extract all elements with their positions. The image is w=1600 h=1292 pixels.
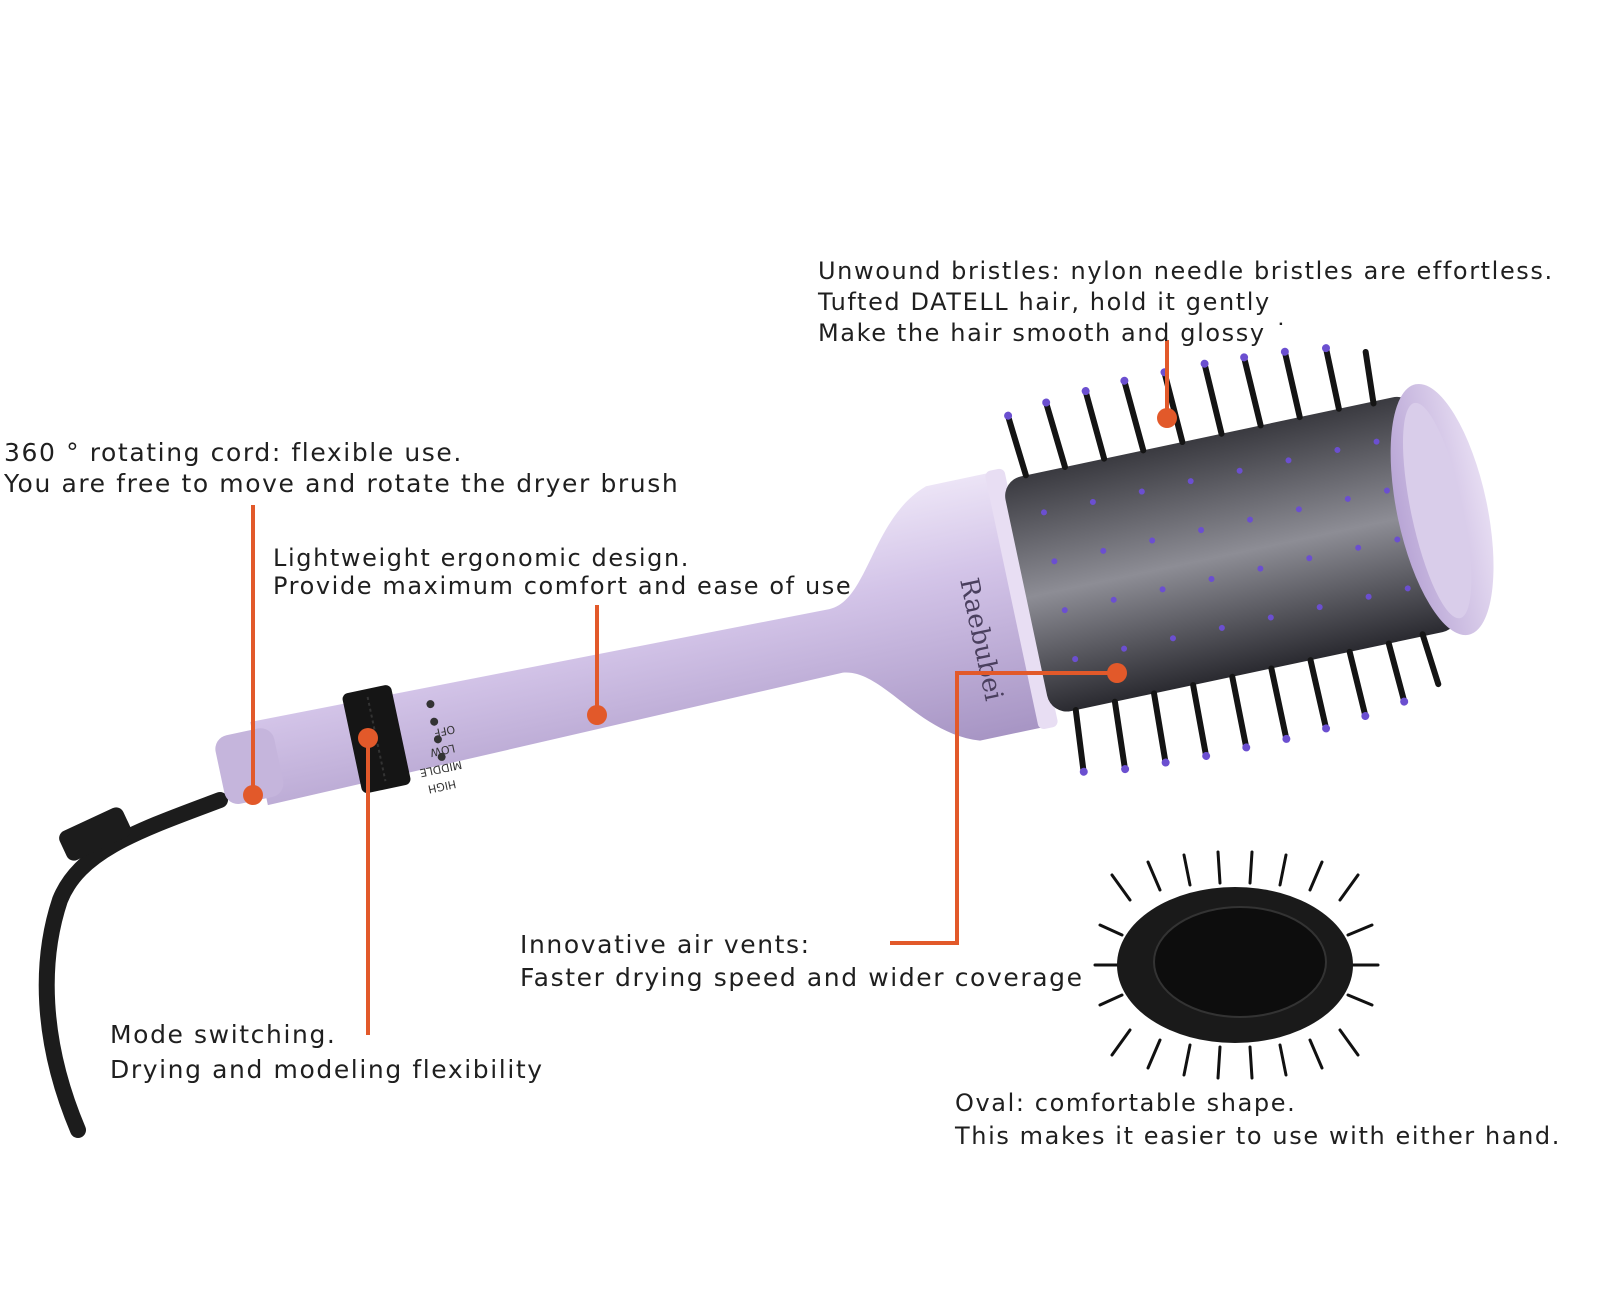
dryer-handle: [250, 471, 1049, 806]
annotation-design: Lightweight ergonomic design. Provide ma…: [273, 544, 852, 600]
bristle-tips: [1004, 344, 1409, 776]
oval-brush-head: [1093, 850, 1380, 1080]
annotation-mode: Mode switching. Drying and modeling flex…: [110, 1017, 544, 1087]
annotation-bristles-line-3: Make the hair smooth and glossy ˙: [818, 319, 1289, 347]
annotation-design-line-1: Lightweight ergonomic design.: [273, 544, 690, 572]
annotation-bristles-line-1: Unwound bristles: nylon needle bristles …: [818, 257, 1554, 285]
annotation-oval-line-1: Oval: comfortable shape.: [955, 1089, 1297, 1117]
barrel-bristle-grid: [1040, 438, 1411, 663]
speed-indicators: [426, 700, 446, 761]
annotation-vents-line-1: Innovative air vents:: [520, 930, 811, 959]
annotation-cord-line-2: You are free to move and rotate the drye…: [4, 469, 680, 498]
annotation-oval-line-2: This makes it easier to use with either …: [955, 1122, 1561, 1150]
bristles: [1005, 347, 1442, 773]
cord-collar: [215, 728, 284, 804]
annotation-vents-line-2: Faster drying speed and wider coverage: [520, 963, 1084, 992]
brush-barrel: [1005, 396, 1459, 712]
annotation-cord: 360 ° rotating cord: flexible use. You a…: [4, 437, 679, 499]
callout-lines: [251, 340, 1169, 1035]
power-cord: [38, 792, 228, 1138]
speed-label-low: LOW: [429, 741, 457, 759]
callout-dots: [243, 408, 1177, 805]
annotation-vents: Innovative air vents: Faster drying spee…: [520, 928, 1084, 994]
callout-line-vents: [890, 671, 1117, 945]
annotation-mode-line-2: Drying and modeling flexibility: [110, 1055, 544, 1084]
speed-label-high: HIGH: [427, 777, 457, 796]
speed-label-off: OFF: [433, 722, 457, 739]
annotation-mode-line-1: Mode switching.: [110, 1020, 337, 1049]
annotation-bristles: Unwound bristles: nylon needle bristles …: [818, 256, 1554, 349]
annotation-bristles-line-2: Tufted DATELL hair, hold it gently: [818, 288, 1271, 316]
annotation-design-line-2: Provide maximum comfort and ease of use: [273, 572, 853, 600]
annotation-cord-line-1: 360 ° rotating cord: flexible use.: [4, 438, 463, 467]
cord-strain-relief: [59, 807, 131, 861]
annotation-oval: Oval: comfortable shape. This makes it e…: [955, 1087, 1561, 1153]
